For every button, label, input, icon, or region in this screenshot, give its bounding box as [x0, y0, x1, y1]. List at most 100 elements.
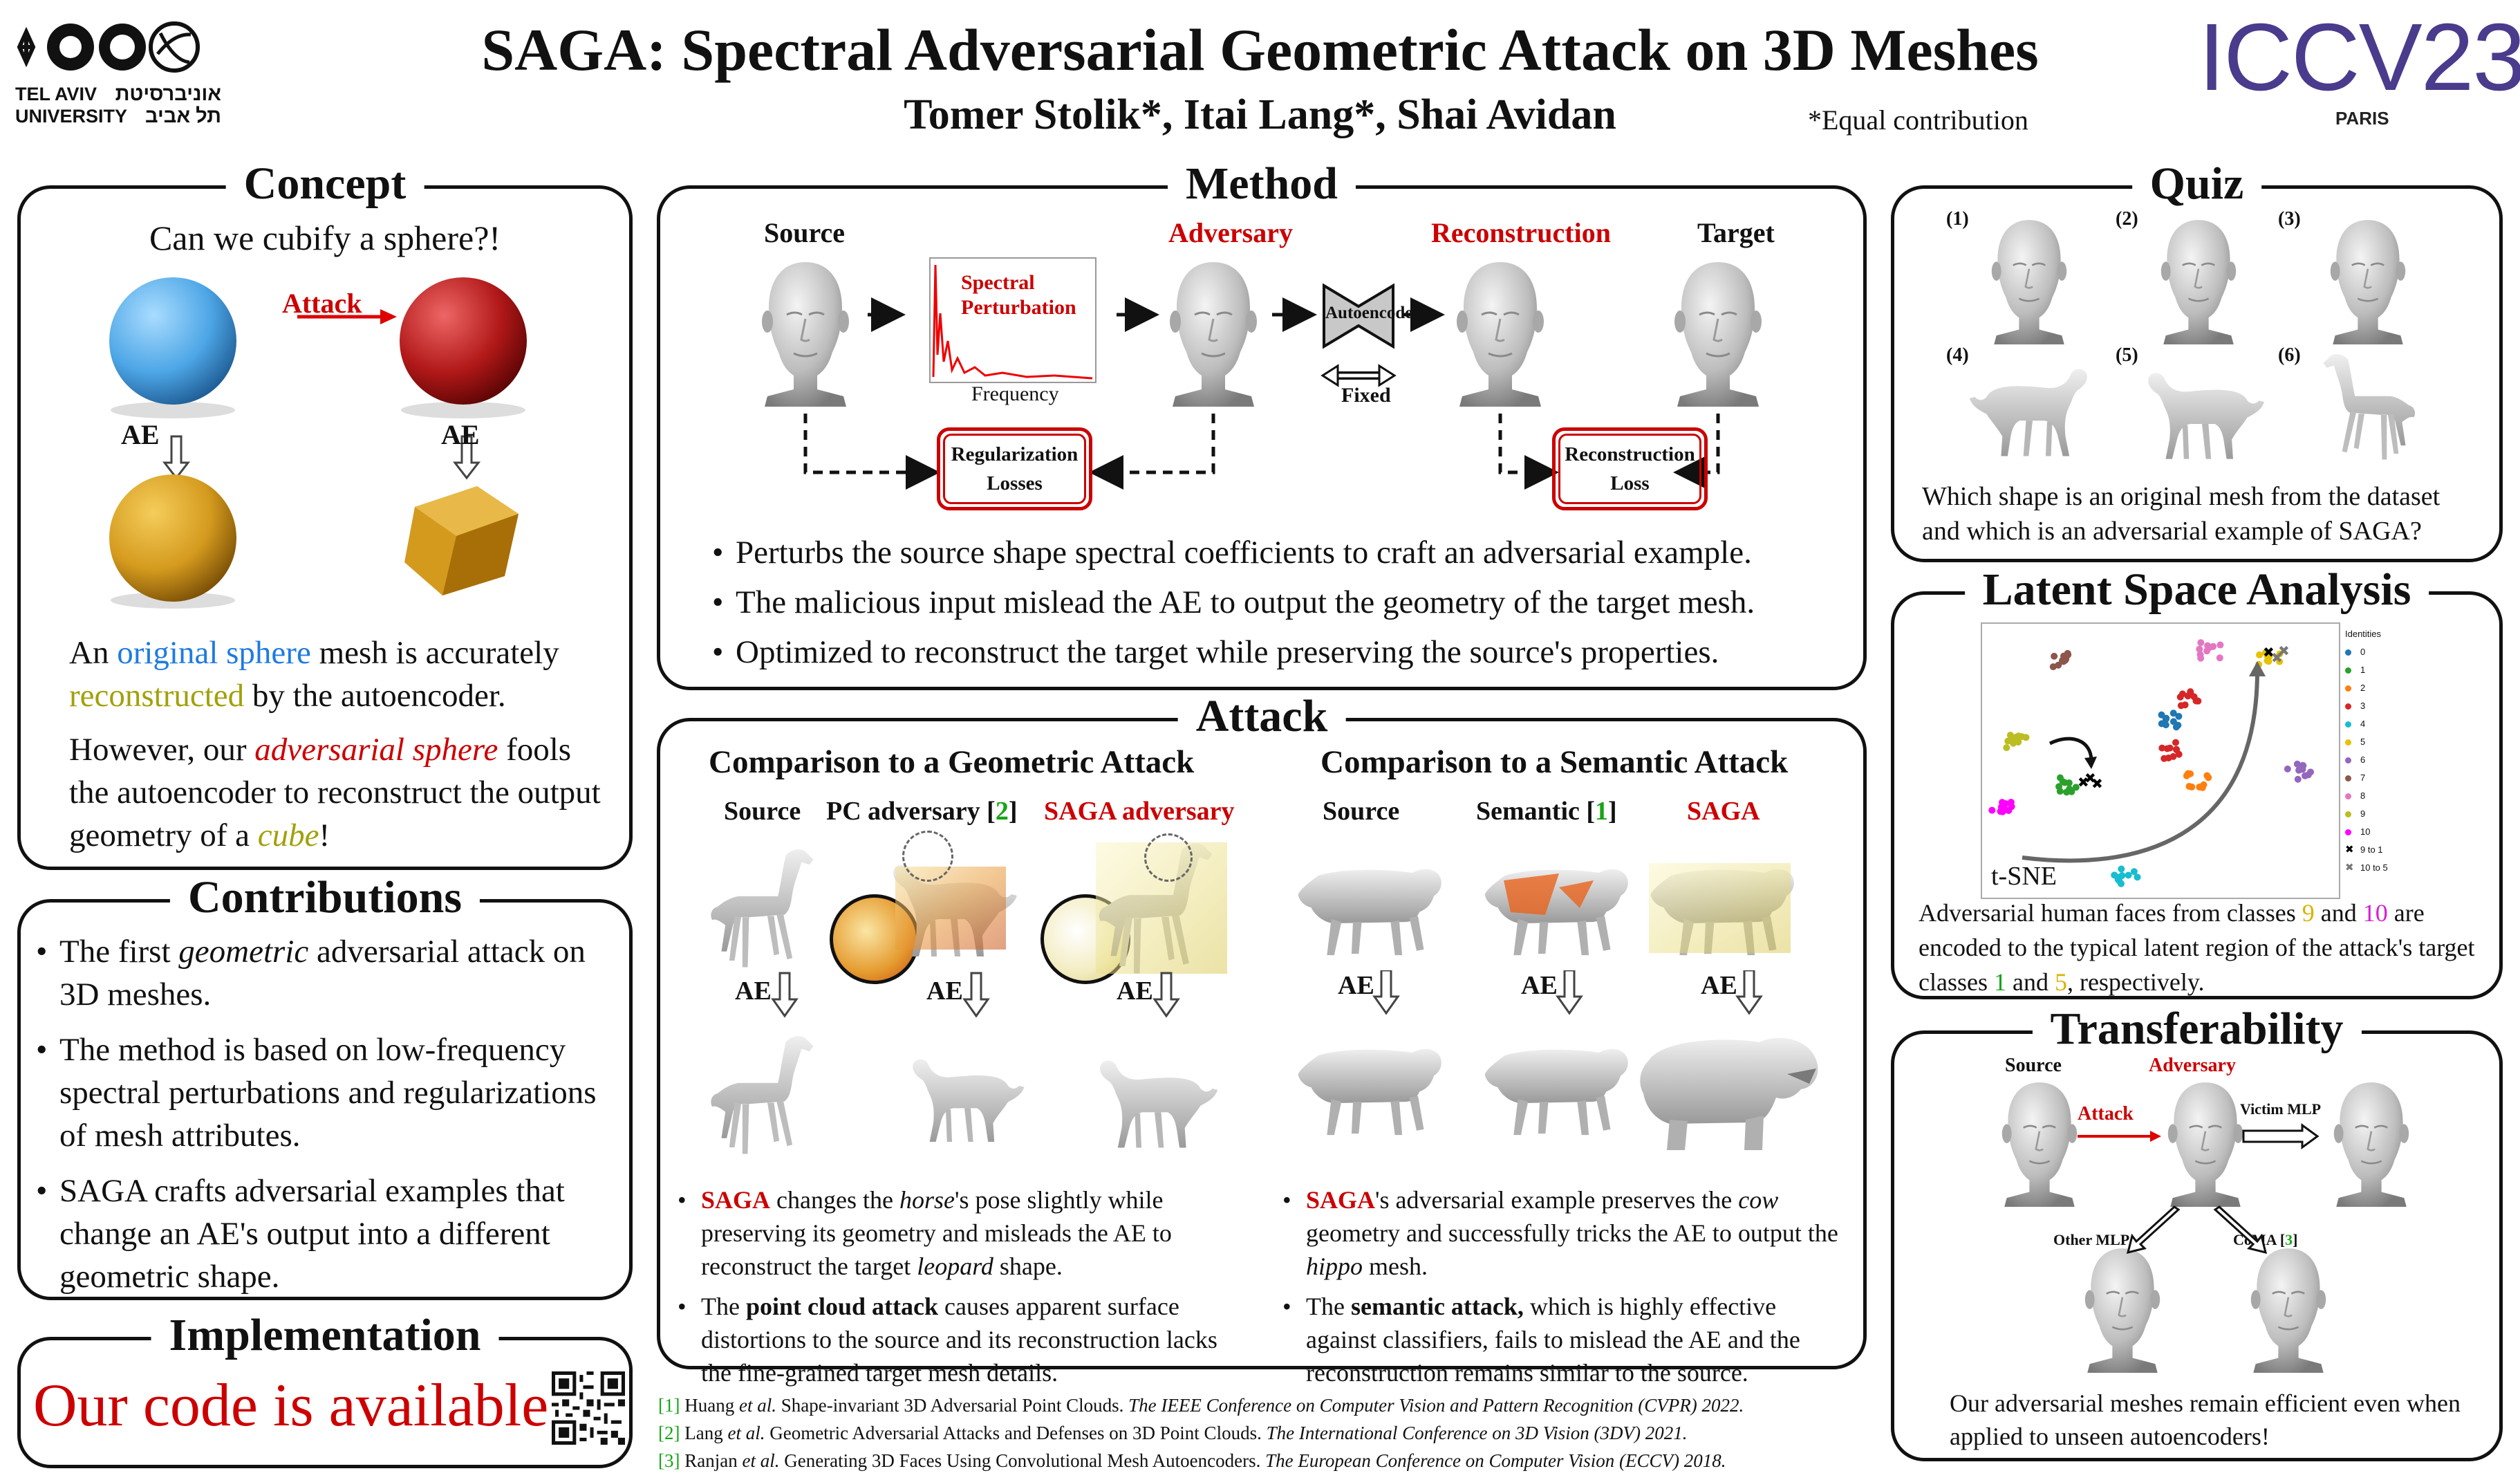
semantic-attack-title: Comparison to a Semantic Attack — [1320, 744, 1789, 780]
univ-name-he-2: תל אביב — [145, 105, 221, 127]
other-mlp-label: Other MLP — [2053, 1231, 2130, 1248]
tsne-arrow-curve — [2022, 670, 2259, 863]
reconstructed-sphere — [109, 474, 236, 602]
tsne-point — [2206, 643, 2214, 651]
transfer-attack-label: Attack — [2078, 1103, 2134, 1125]
tsne-adversarial-marker: ✖ — [2271, 649, 2283, 666]
concept-paragraph-2: However, our adversarial sphere fools th… — [69, 732, 601, 853]
tsne-point — [2175, 712, 2183, 720]
geo-pc-adversary-label: PC adversary [2] — [826, 797, 1018, 826]
transfer-source-label: Source — [2005, 1055, 2062, 1076]
ae-label-geo-2: AE — [926, 977, 963, 1006]
tsne-point — [2003, 744, 2010, 752]
dot-marker-icon — [2345, 721, 2351, 728]
legend-item: 1 — [2345, 661, 2421, 679]
tsne-point — [2158, 744, 2166, 752]
quiz-animal-4 — [1967, 355, 2098, 465]
tsne-point — [2117, 880, 2125, 887]
reference-3: [3] Ranjan et al. Generating 3D Faces Us… — [658, 1450, 1726, 1471]
transfer-other-mlp-head — [2078, 1245, 2167, 1373]
tsne-point — [2188, 783, 2196, 790]
tsne-plot: ✖✖✖✖✖✖ — [1981, 622, 2340, 899]
contribution-item-3: SAGA crafts adversarial examples that ch… — [36, 1169, 620, 1298]
tsne-point — [2264, 649, 2271, 656]
tsne-point — [2169, 710, 2177, 717]
tsne-point — [2118, 872, 2126, 880]
tsne-point — [2072, 784, 2080, 791]
method-target-label: Target — [1697, 217, 1775, 248]
legend-item-label: 10 to 5 — [2360, 862, 2388, 873]
geo-saga-adversary-label: SAGA adversary — [1044, 797, 1235, 826]
code-available-text: Our code is available! — [33, 1372, 569, 1439]
dot-marker-icon — [2345, 649, 2351, 656]
tsne-point — [2181, 701, 2189, 709]
tsne-point — [2276, 658, 2284, 665]
method-diagram-arrows — [803, 257, 1720, 490]
method-bullet-1: Perturbs the source shape spectral coeff… — [712, 528, 1853, 577]
quiz-animal-6 — [2323, 354, 2416, 460]
transferability-title: Transferability — [2032, 1006, 2362, 1052]
cow-semantic-adversary — [1476, 846, 1635, 963]
tsne-point — [2160, 755, 2168, 762]
tau-rings-icon — [17, 21, 200, 73]
tsne-point — [2063, 788, 2071, 796]
transfer-arrows — [2078, 1123, 2320, 1255]
tsne-point — [2064, 651, 2072, 658]
cow-source — [1289, 846, 1448, 963]
attack-title: Attack — [1177, 694, 1346, 739]
quiz-panel: Quiz (1) (2) (3) (4) (5) (6) Which shape… — [1891, 161, 2503, 562]
transferability-panel: Transferability Source Adversary Attack … — [1891, 1006, 2503, 1461]
tsne-point — [2196, 783, 2203, 790]
tsne-point — [2118, 865, 2125, 873]
original-sphere — [109, 277, 236, 405]
qr-code-icon[interactable] — [552, 1371, 625, 1445]
sem-semantic-label: Semantic [1] — [1476, 797, 1617, 826]
sem-bullet-2: The semantic attack, which is highly eff… — [1282, 1290, 1849, 1389]
quiz-animal-5 — [2148, 373, 2264, 459]
method-reconstruction-label: Reconstruction — [1431, 217, 1611, 248]
dot-marker-icon — [2345, 829, 2351, 835]
iccv-logo: ICCV23 PARIS — [2199, 6, 2520, 130]
tsne-point — [2134, 873, 2141, 881]
victim-mlp-label: Victim MLP — [2240, 1100, 2322, 1118]
legend-item: ✖10 to 5 — [2345, 859, 2421, 877]
sem-bullet-1: SAGA's adversarial example preserves the… — [1282, 1183, 1849, 1283]
concept-paragraph-1: An original sphere mesh is accurately re… — [69, 635, 559, 714]
equal-contribution-note: *Equal contribution — [1808, 104, 2028, 136]
attack-panel: Attack Comparison to a Geometric Attack … — [657, 694, 1867, 1387]
legend-item: 4 — [2345, 715, 2421, 733]
attack-ae-arrows — [771, 970, 1763, 1018]
quiz-face-2 — [2154, 216, 2243, 344]
tsne-point — [1988, 806, 1996, 814]
geometric-attack-title: Comparison to a Geometric Attack — [709, 744, 1195, 780]
dot-marker-icon — [2345, 667, 2351, 674]
legend-item-label: 1 — [2360, 665, 2366, 675]
legend-item-label: 5 — [2360, 737, 2366, 747]
tsne-point — [2293, 760, 2301, 768]
tsne-point — [2187, 688, 2194, 696]
tsne-point — [2055, 661, 2062, 669]
dot-marker-icon — [2345, 793, 2351, 799]
reconstructed-cube — [404, 486, 519, 595]
ae-label-left: AE — [121, 419, 160, 450]
dot-marker-icon — [2345, 739, 2351, 746]
transfer-adversary-label: Adversary — [2149, 1055, 2236, 1076]
tsne-point — [2163, 745, 2171, 752]
legend-item: 10 — [2345, 823, 2421, 841]
tsne-point — [2304, 771, 2312, 779]
method-adversary-label: Adversary — [1168, 217, 1293, 248]
latent-space-title: Latent Space Analysis — [1964, 567, 2429, 613]
ae-label-sem-1: AE — [1338, 971, 1374, 1000]
concept-title: Concept — [225, 161, 424, 207]
transfer-caption: Our adversarial meshes remain efficient … — [1950, 1389, 2461, 1450]
method-title: Method — [1168, 161, 1356, 207]
poster-authors: Tomer Stolik*, Itai Lang*, Shai Avidan — [904, 91, 1616, 138]
tsne-adversarial-marker: ✖ — [2263, 644, 2275, 660]
tsne-point — [2216, 654, 2223, 662]
tsne-point — [2256, 651, 2264, 658]
contributions-title: Contributions — [169, 875, 480, 921]
autoencoder-label: Autoencoder — [1325, 304, 1421, 322]
latent-space-panel: Latent Space Analysis ✖✖✖✖✖✖ t-SNE Ident… — [1891, 567, 2503, 999]
